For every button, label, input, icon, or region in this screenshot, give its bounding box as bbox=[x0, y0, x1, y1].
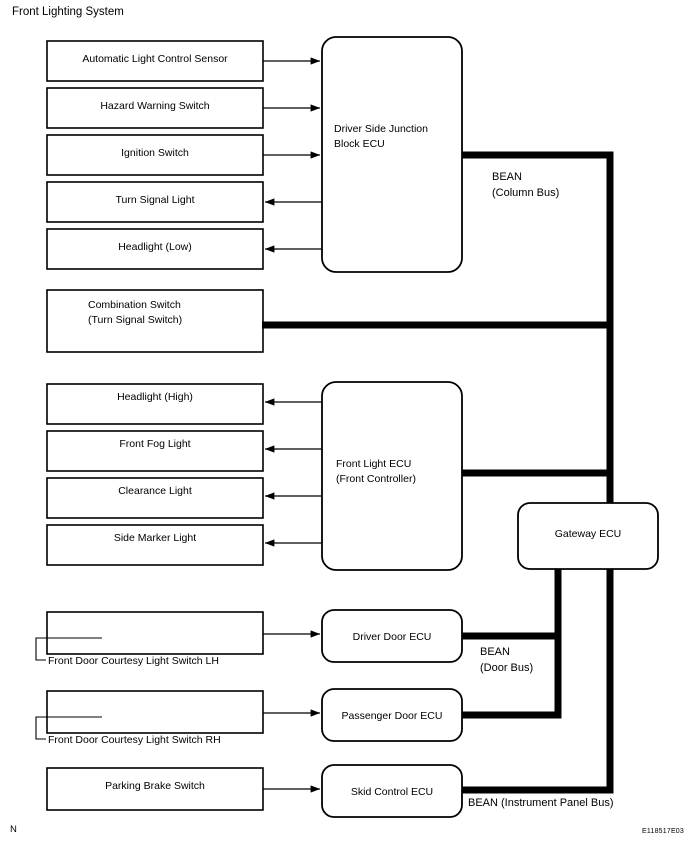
bus-door bbox=[462, 569, 562, 719]
parking-brake-switch-group: Parking Brake Switch bbox=[46, 767, 264, 811]
box-label: Headlight (Low) bbox=[118, 241, 192, 253]
figure-code: E118517E03 bbox=[642, 828, 684, 835]
combination-switch-line2: (Turn Signal Switch) bbox=[88, 314, 182, 326]
box-automatic-light-control-sensor[interactable] bbox=[46, 40, 264, 82]
ecu-label: Driver Door ECU bbox=[353, 631, 432, 643]
page-marker: N bbox=[10, 824, 17, 835]
ecu-label-line1: Front Light ECU bbox=[336, 458, 411, 470]
ecu-label-line2: Block ECU bbox=[334, 138, 385, 150]
combination-switch-line1: Combination Switch bbox=[88, 299, 181, 311]
box-ignition-switch[interactable] bbox=[46, 134, 264, 176]
front-light-output-group: Headlight (High) Front Fog Light Clearan… bbox=[46, 383, 264, 566]
combination-switch-group: Combination Switch (Turn Signal Switch) bbox=[46, 289, 610, 353]
ecu-label-line1: Driver Side Junction bbox=[334, 123, 428, 135]
page-title: Front Lighting System bbox=[12, 6, 124, 18]
box-front-door-courtesy-light-switch-lh[interactable] bbox=[46, 611, 264, 655]
ecu-label: Gateway ECU bbox=[555, 528, 622, 540]
ecu-skid-control[interactable]: Skid Control ECU bbox=[321, 764, 463, 818]
ecu-passenger-door[interactable]: Passenger Door ECU bbox=[321, 688, 463, 742]
box-clearance-light[interactable] bbox=[46, 477, 264, 519]
ecu-box[interactable] bbox=[321, 609, 463, 663]
ecu-label-line2: (Front Controller) bbox=[336, 473, 416, 485]
leader-line-lh bbox=[35, 637, 102, 661]
bus-column bbox=[462, 151, 614, 508]
box-label: Front Fog Light bbox=[119, 438, 190, 450]
ecu-box[interactable] bbox=[321, 36, 463, 273]
front-light-output-arrows bbox=[264, 398, 322, 547]
box-label: Clearance Light bbox=[118, 485, 192, 497]
door-switch-lh-group: Front Door Courtesy Light Switch LH bbox=[35, 611, 264, 667]
bus-door-label-line1: BEAN bbox=[480, 646, 510, 658]
box-headlight-low[interactable] bbox=[46, 228, 264, 270]
ecu-front-light[interactable]: Front Light ECU (Front Controller) bbox=[321, 381, 463, 571]
ecu-driver-side-junction-block[interactable]: Driver Side Junction Block ECU bbox=[321, 36, 463, 273]
box-label: Turn Signal Light bbox=[116, 194, 195, 206]
ecu-label: Passenger Door ECU bbox=[342, 710, 443, 722]
callout-label-lh: Front Door Courtesy Light Switch LH bbox=[48, 655, 219, 667]
box-combination-switch[interactable] bbox=[46, 289, 264, 353]
bus-column-label-line2: (Column Bus) bbox=[492, 187, 559, 199]
box-hazard-warning-switch[interactable] bbox=[46, 87, 264, 129]
upper-input-group: Automatic Light Control Sensor Hazard Wa… bbox=[46, 40, 264, 270]
box-turn-signal-light[interactable] bbox=[46, 181, 264, 223]
box-label: Parking Brake Switch bbox=[105, 780, 205, 792]
bus-instrument-panel bbox=[462, 569, 614, 794]
lower-input-arrows bbox=[263, 630, 321, 793]
box-label: Side Marker Light bbox=[114, 532, 196, 544]
box-label: Automatic Light Control Sensor bbox=[82, 53, 228, 65]
bus-instrument-panel-label: BEAN (Instrument Panel Bus) bbox=[468, 797, 614, 809]
ecu-box[interactable] bbox=[321, 688, 463, 742]
callout-label-rh: Front Door Courtesy Light Switch RH bbox=[48, 734, 221, 746]
ecu-box[interactable] bbox=[517, 502, 659, 570]
ecu-driver-door[interactable]: Driver Door ECU bbox=[321, 609, 463, 663]
box-front-door-courtesy-light-switch-rh[interactable] bbox=[46, 690, 264, 734]
box-label: Headlight (High) bbox=[117, 391, 193, 403]
ecu-label: Skid Control ECU bbox=[351, 786, 433, 798]
door-switch-rh-group: Front Door Courtesy Light Switch RH bbox=[35, 690, 264, 746]
box-label: Ignition Switch bbox=[121, 147, 189, 159]
ecu-box[interactable] bbox=[321, 764, 463, 818]
leader-line-rh bbox=[35, 716, 102, 740]
ecu-gateway[interactable]: Gateway ECU bbox=[517, 502, 659, 570]
box-front-fog-light[interactable] bbox=[46, 430, 264, 472]
bus-column-label-line1: BEAN bbox=[492, 171, 522, 183]
box-label: Hazard Warning Switch bbox=[100, 100, 209, 112]
bus-door-label-line2: (Door Bus) bbox=[480, 662, 533, 674]
upper-input-arrows bbox=[263, 57, 322, 253]
box-headlight-high[interactable] bbox=[46, 383, 264, 425]
box-side-marker-light[interactable] bbox=[46, 524, 264, 566]
